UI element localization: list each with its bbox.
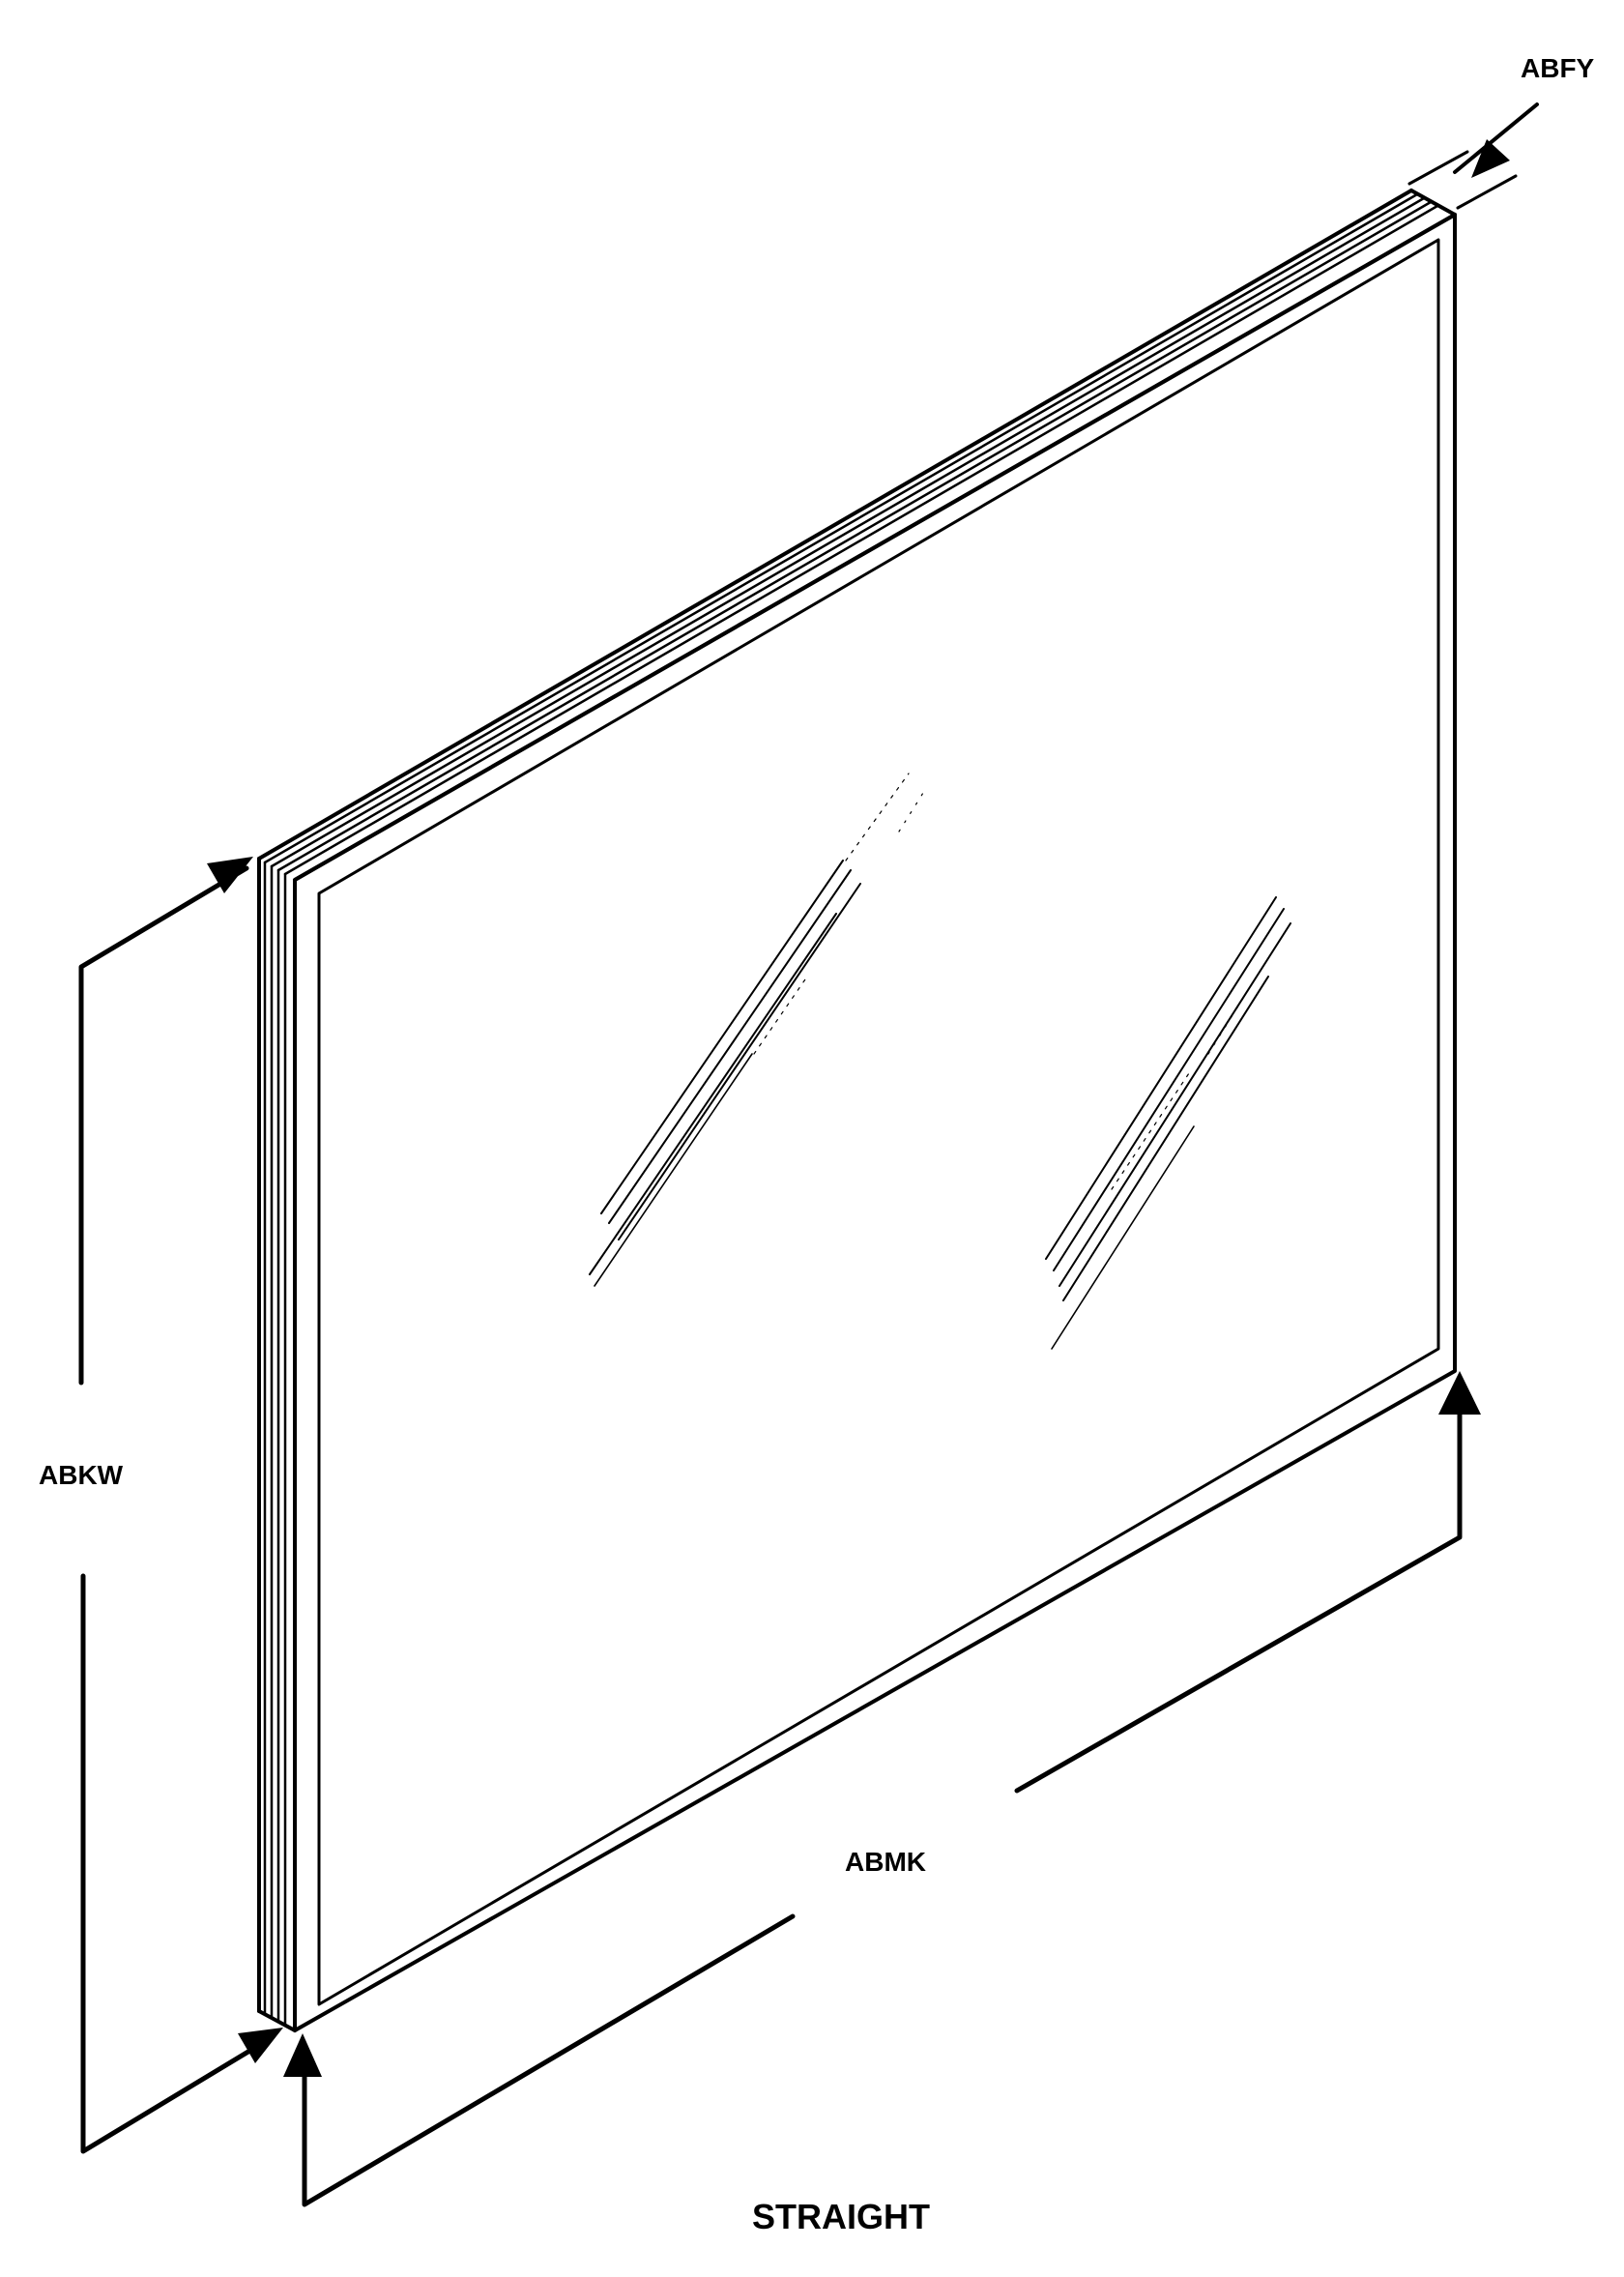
- glass-panel: [257, 189, 1457, 2032]
- panel-front-outline: [293, 213, 1457, 2032]
- panel-inner-frame: [317, 238, 1440, 2006]
- panel-left-edge-layers: [257, 857, 297, 2032]
- height-label: ABKW: [39, 1460, 124, 1490]
- thickness-arrowhead: [1471, 139, 1510, 178]
- height-top-arrowhead: [207, 857, 253, 893]
- width-left-arrowhead: [283, 2033, 322, 2077]
- dimension-height: ABKW: [39, 857, 283, 2154]
- thickness-label: ABFY: [1521, 53, 1595, 83]
- diagram-caption: STRAIGHT: [752, 2197, 930, 2236]
- glass-reflection-left: [589, 773, 924, 1287]
- width-label: ABMK: [845, 1847, 926, 1877]
- panel-top-edge-layers: [257, 189, 1457, 882]
- dimension-thickness: ABFY: [1407, 53, 1595, 210]
- dimension-width: ABMK: [283, 1371, 1481, 2207]
- glass-reflection-right: [1045, 896, 1291, 1350]
- height-bottom-arrowhead: [238, 2028, 283, 2063]
- width-right-arrowhead: [1438, 1371, 1481, 1415]
